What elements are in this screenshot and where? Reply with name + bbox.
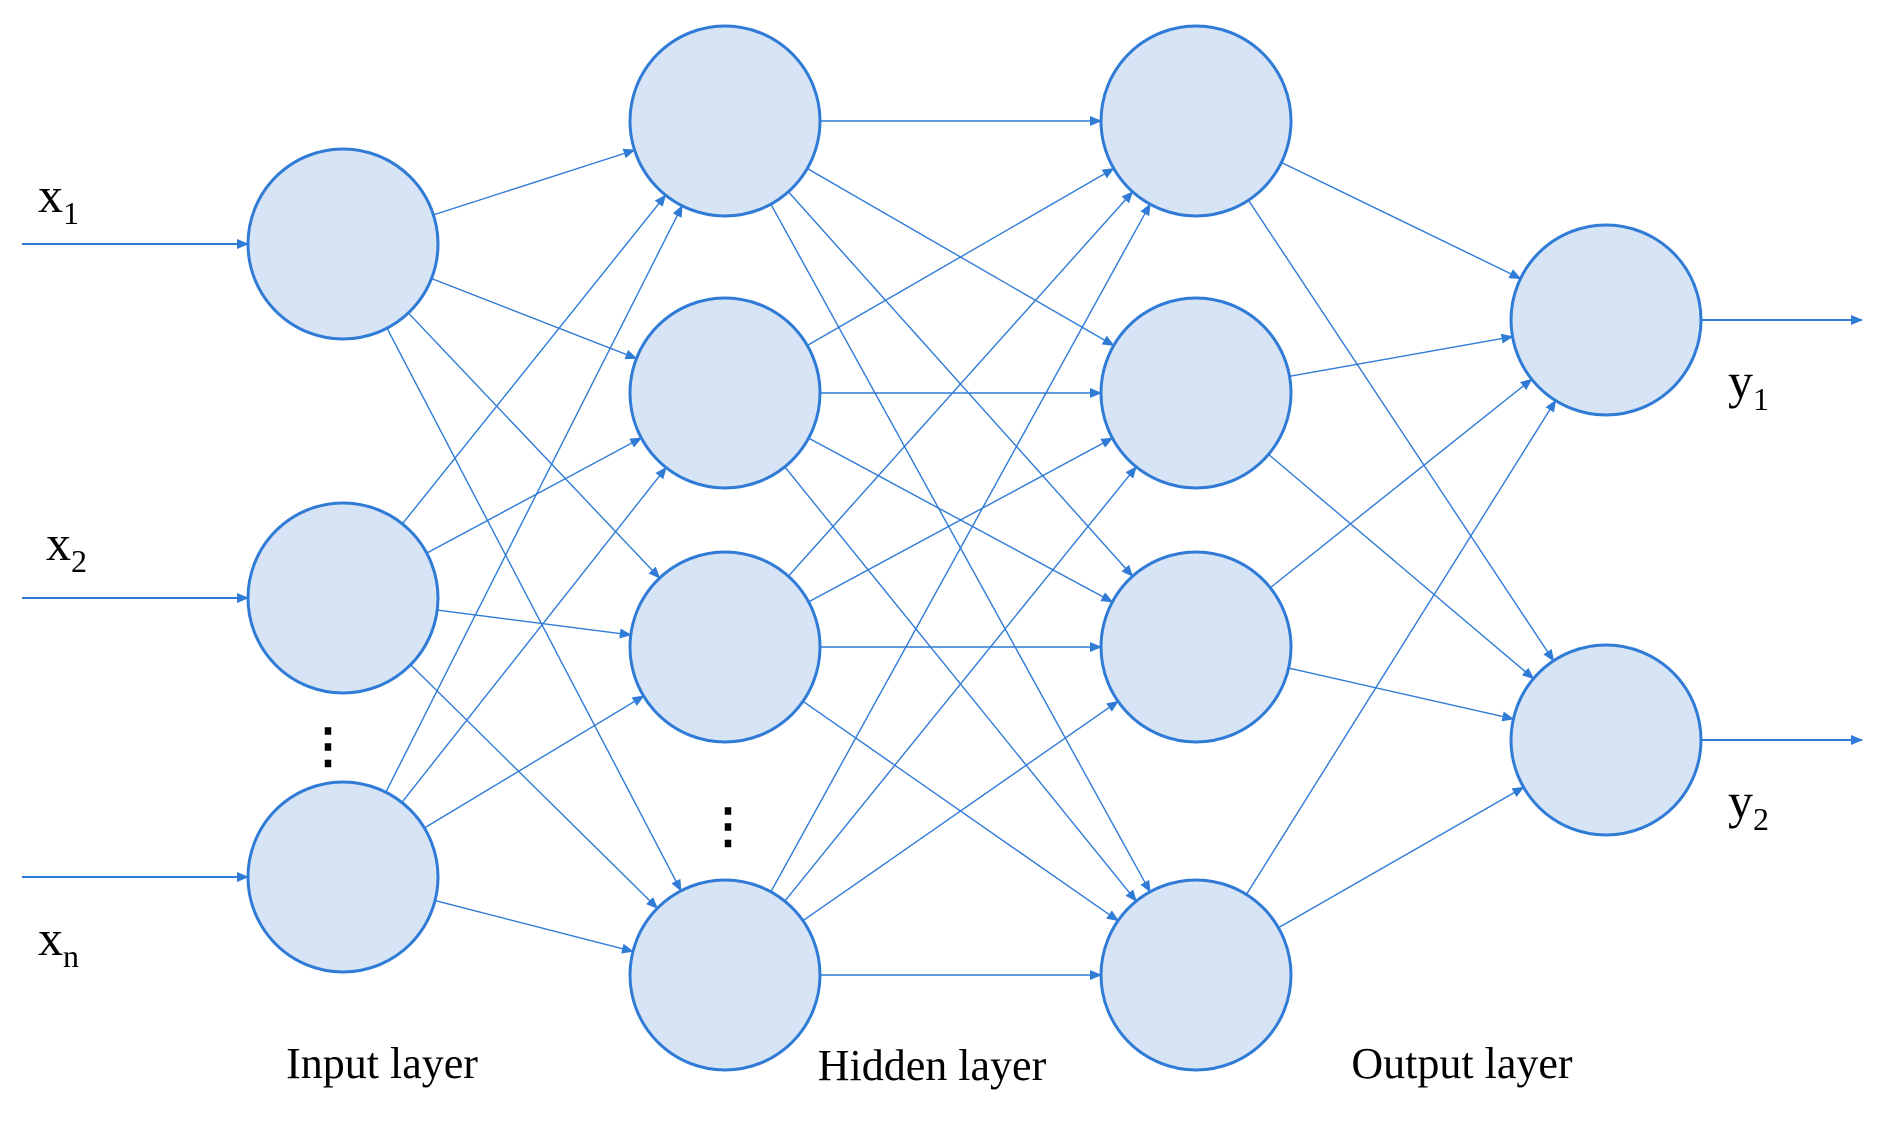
input-ellipsis: ⋮ bbox=[304, 720, 352, 773]
input-node-3 bbox=[246, 780, 440, 974]
edge-input-1-to-hidden-2 bbox=[431, 277, 638, 360]
edge-hidden2-4-to-output-1 bbox=[1245, 399, 1557, 895]
edge-input-3-to-hidden-3 bbox=[424, 695, 645, 829]
edge-hidden2-1-to-output-1 bbox=[1281, 161, 1522, 280]
input-layer-label: Input layer bbox=[286, 1039, 478, 1088]
edge-input-2-to-hidden-1 bbox=[401, 194, 667, 525]
edge-input-1-to-hidden-3 bbox=[407, 312, 661, 579]
output-layer-label: Output layer bbox=[1351, 1039, 1573, 1088]
hidden2-node-2 bbox=[1099, 296, 1293, 490]
hidden-node-4 bbox=[628, 878, 822, 1072]
edge-hidden-4-to-hidden2-1 bbox=[770, 203, 1151, 893]
edge-input-2-to-hidden-4 bbox=[410, 664, 659, 909]
input-label-1: x1 bbox=[38, 167, 79, 231]
hidden2-node-1 bbox=[1099, 24, 1293, 218]
output-label-2: y2 bbox=[1728, 773, 1769, 837]
hidden2-node-4 bbox=[1099, 878, 1293, 1072]
hidden-ellipsis: ⋮ bbox=[704, 800, 752, 853]
input-label-n: xn bbox=[38, 910, 79, 974]
io-arrows bbox=[22, 239, 1863, 882]
hidden-node-1 bbox=[628, 24, 822, 218]
edge-hidden2-2-to-output-1 bbox=[1289, 333, 1514, 378]
edge-input-3-to-hidden-2 bbox=[401, 466, 667, 803]
edge-hidden-3-to-hidden2-2 bbox=[808, 437, 1114, 603]
output-label-1: y1 bbox=[1728, 353, 1769, 417]
hidden-layer-label: Hidden layer bbox=[818, 1041, 1047, 1090]
input-node-1 bbox=[246, 147, 440, 341]
connection-edges bbox=[385, 116, 1557, 980]
output-node-1 bbox=[1509, 223, 1703, 417]
edge-input-3-to-hidden-1 bbox=[385, 204, 683, 793]
hidden2-node-3 bbox=[1099, 550, 1293, 744]
edge-hidden-4-to-hidden2-2 bbox=[784, 466, 1137, 902]
edge-hidden-2-to-hidden2-1 bbox=[806, 167, 1115, 347]
input-node-2 bbox=[246, 501, 440, 695]
edge-input-1-to-hidden-4 bbox=[386, 327, 682, 892]
edge-hidden-3-to-hidden2-1 bbox=[787, 191, 1134, 577]
edge-hidden-4-to-hidden2-3 bbox=[802, 700, 1119, 922]
hidden-node-2 bbox=[628, 296, 822, 490]
hidden-node-3 bbox=[628, 550, 822, 744]
edge-input-2-to-hidden-3 bbox=[437, 609, 632, 639]
edge-hidden2-3-to-output-2 bbox=[1288, 667, 1515, 722]
edge-input-1-to-hidden-1 bbox=[433, 148, 636, 216]
input-label-2: x2 bbox=[46, 515, 87, 579]
edge-hidden2-3-to-output-1 bbox=[1269, 378, 1533, 589]
edge-input-3-to-hidden-4 bbox=[434, 899, 634, 954]
edge-hidden2-4-to-output-2 bbox=[1278, 786, 1525, 929]
edge-hidden2-1-to-output-2 bbox=[1247, 199, 1555, 662]
neurons bbox=[246, 24, 1703, 1072]
edge-hidden2-2-to-output-2 bbox=[1268, 453, 1535, 680]
output-node-2 bbox=[1509, 643, 1703, 837]
edge-input-2-to-hidden-2 bbox=[426, 437, 643, 554]
